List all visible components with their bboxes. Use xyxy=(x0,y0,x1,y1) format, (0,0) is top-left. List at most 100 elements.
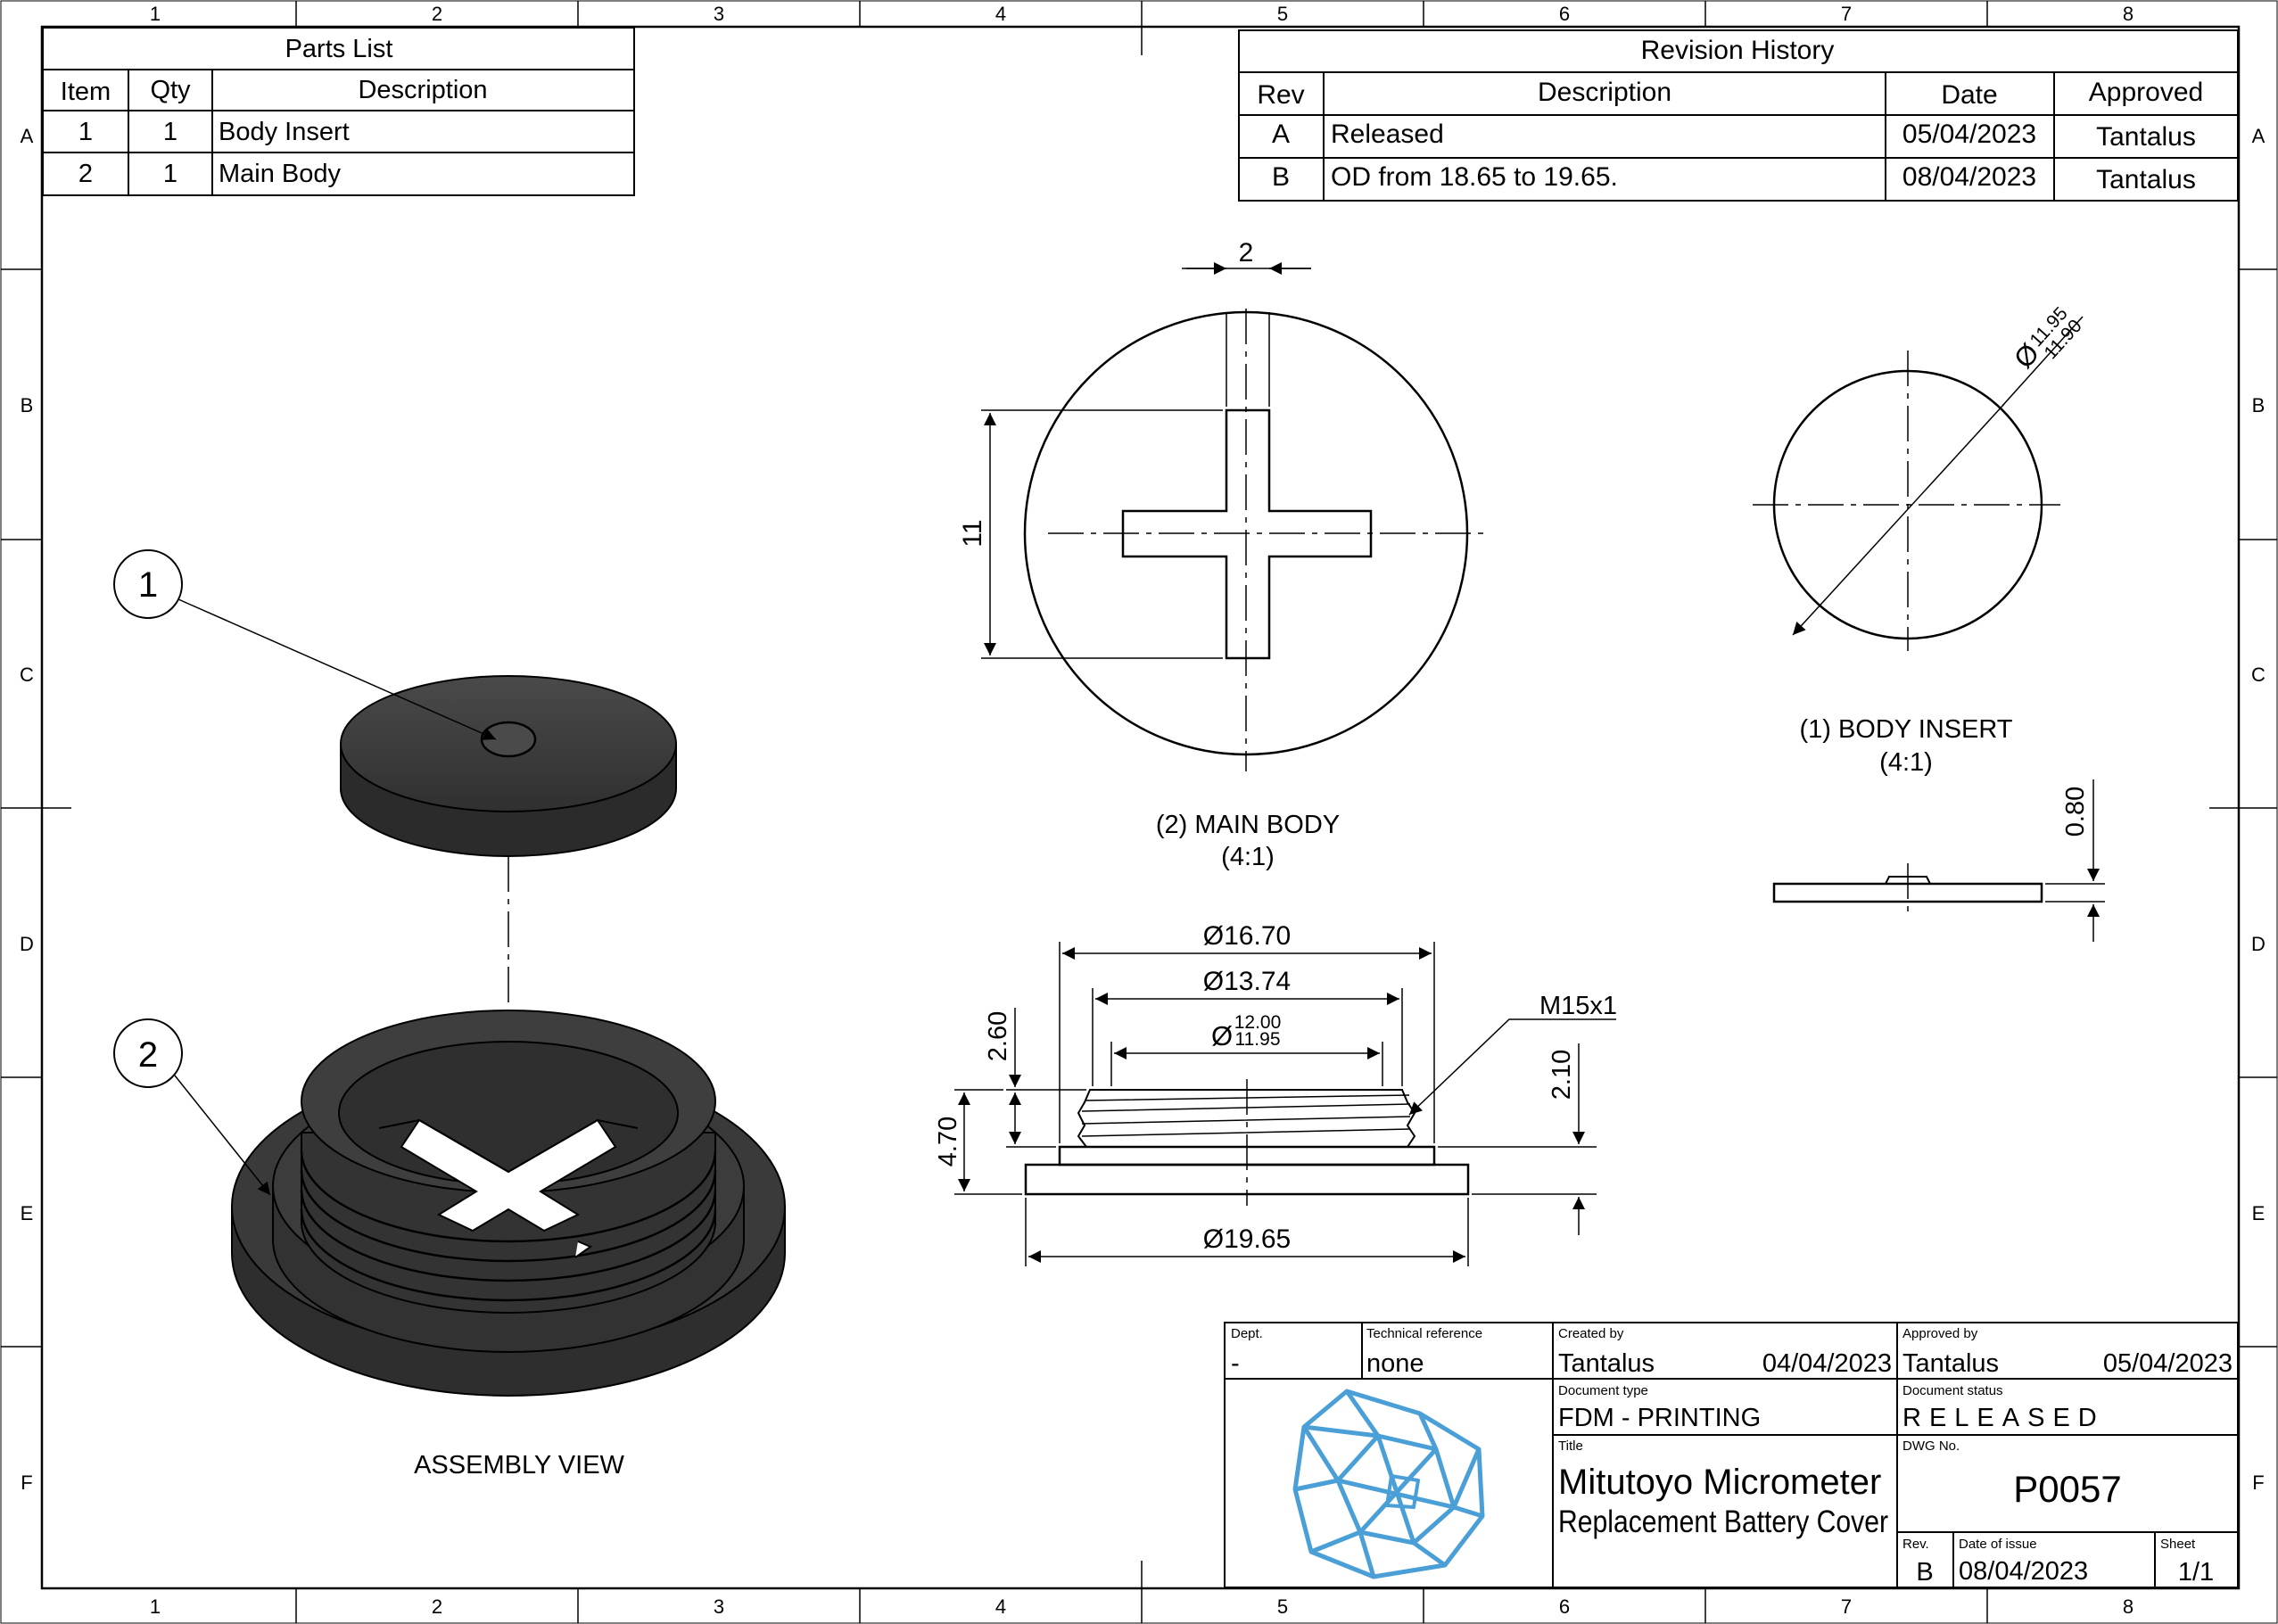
tb-approved-label: Approved by xyxy=(1902,1326,1978,1341)
balloon-2-label: 2 xyxy=(138,1035,158,1075)
body-insert-top-view: Ø 11.95 11.90 (1) BODY INSERT (4:1) xyxy=(1753,303,2086,777)
revision-cell: Tantalus xyxy=(2096,165,2196,194)
zone-row-label: E xyxy=(21,1202,34,1224)
zone-row-label: B xyxy=(21,394,34,416)
zone-row-label: C xyxy=(2251,664,2266,686)
zone-col-label: 1 xyxy=(150,3,161,25)
dim-height-4-70: 4.70 xyxy=(934,1117,962,1166)
tb-created-name: Tantalus xyxy=(1558,1349,1655,1378)
parts-list-cell: 1 xyxy=(163,160,177,188)
dim-dia-12-symbol: Ø xyxy=(1211,1020,1233,1051)
parts-list-title: Parts List xyxy=(285,35,393,63)
zone-col-label: 6 xyxy=(1559,3,1570,25)
zone-row-label: D xyxy=(20,933,34,955)
revision-cell: 05/04/2023 xyxy=(1902,120,2036,149)
zone-row-label: F xyxy=(2252,1471,2264,1494)
tb-rev-value: B xyxy=(1916,1558,1933,1587)
zone-col-label: 8 xyxy=(2123,3,2134,25)
main-body-side-view: Ø16.70 Ø13.74 Ø 12.00 11.95 M15x1 2.60 4… xyxy=(934,921,1617,1266)
body-insert-view-scale: (4:1) xyxy=(1879,748,1933,777)
zone-col-label: 2 xyxy=(432,3,442,25)
body-insert-side-view: 0.80 xyxy=(1772,779,2105,942)
zone-col-label: 1 xyxy=(150,1595,161,1618)
tb-title-line2: Replacement Battery Cover xyxy=(1558,1504,1888,1539)
dim-height-2-60: 2.60 xyxy=(984,1011,1012,1061)
tb-dwgno-label: DWG No. xyxy=(1902,1439,1960,1454)
zone-col-label: 3 xyxy=(714,3,724,25)
dim-dia-12-lower: 11.95 xyxy=(1235,1029,1281,1050)
tb-rev-label: Rev. xyxy=(1902,1537,1929,1552)
tb-dept-value: - xyxy=(1231,1349,1240,1378)
zone-row-label: A xyxy=(2252,125,2266,147)
balloon-1: 1 xyxy=(113,549,497,740)
main-body-view-label: (2) MAIN BODY xyxy=(1156,811,1340,839)
body-insert-view-label: (1) BODY INSERT xyxy=(1799,715,2012,744)
revision-cell: OD from 18.65 to 19.65. xyxy=(1331,162,1618,192)
revision-header: Rev xyxy=(1257,80,1304,110)
tb-techref-value: none xyxy=(1366,1349,1424,1378)
revision-history-title: Revision History xyxy=(1641,36,1835,65)
revision-cell: B xyxy=(1272,162,1290,192)
parts-list-cell: 1 xyxy=(78,118,93,146)
parts-list-cell: Main Body xyxy=(219,160,342,188)
parts-list-header: Qty xyxy=(150,76,191,104)
dim-dia-19-65: Ø19.65 xyxy=(1203,1224,1291,1254)
zone-col-label: 3 xyxy=(714,1595,724,1618)
tb-techref-label: Technical reference xyxy=(1366,1326,1482,1341)
tb-title-line1: Mitutoyo Micrometer xyxy=(1558,1463,1881,1502)
assembly-view: 1 2 ASSEMBLY VIEW xyxy=(113,549,786,1480)
tb-issue-value: 08/04/2023 xyxy=(1959,1557,2088,1586)
dim-slot-length: 11 xyxy=(958,519,987,547)
company-logo xyxy=(1292,1389,1485,1579)
tb-doctype-value: FDM - PRINTING xyxy=(1558,1404,1761,1432)
zone-row-label: D xyxy=(2251,933,2266,955)
main-body-3d xyxy=(231,1010,786,1397)
dim-dia-16-70: Ø16.70 xyxy=(1203,921,1291,951)
tb-approved-date: 05/04/2023 xyxy=(2103,1349,2233,1378)
tb-docstatus-value: RELEASED xyxy=(1902,1404,2105,1432)
dim-dia-13-74: Ø13.74 xyxy=(1203,967,1291,996)
body-insert-3d xyxy=(340,675,677,857)
tb-docstatus-label: Document status xyxy=(1902,1383,2003,1398)
tb-created-date: 04/04/2023 xyxy=(1762,1349,1892,1378)
tb-sheet-label: Sheet xyxy=(2160,1537,2196,1552)
parts-list-header: Description xyxy=(358,76,487,104)
zone-col-label: 8 xyxy=(2123,1595,2134,1618)
dim-thread-callout: M15x1 xyxy=(1539,992,1617,1020)
zone-col-label: 5 xyxy=(1277,1595,1288,1618)
zone-col-label: 2 xyxy=(432,1595,442,1618)
parts-list-table: Parts List Item Qty Description 1 1 Body… xyxy=(42,27,635,196)
revision-history-table: Revision History Rev Description Date Ap… xyxy=(1238,29,2239,202)
tb-approved-name: Tantalus xyxy=(1902,1349,1999,1378)
zone-row-label: C xyxy=(20,664,34,686)
main-body-view-scale: (4:1) xyxy=(1221,843,1275,871)
revision-header: Date xyxy=(1941,80,1997,110)
dim-dia-12-upper: 12.00 xyxy=(1234,1012,1282,1033)
main-body-top-view: 2 11 (2) MAIN BODY (4:1) xyxy=(958,238,1490,871)
parts-list-header: Item xyxy=(61,78,111,106)
revision-cell: Released xyxy=(1331,120,1444,149)
dim-height-2-10: 2.10 xyxy=(1548,1050,1576,1100)
tb-dept-label: Dept. xyxy=(1231,1326,1263,1341)
revision-cell: 08/04/2023 xyxy=(1902,162,2036,192)
zone-col-label: 4 xyxy=(995,3,1006,25)
tb-doctype-label: Document type xyxy=(1558,1383,1648,1398)
parts-list-cell: 2 xyxy=(78,160,93,188)
zone-row-label: E xyxy=(2252,1202,2266,1224)
zone-row-label: F xyxy=(21,1471,32,1494)
balloon-1-label: 1 xyxy=(138,565,158,605)
balloon-2: 2 xyxy=(113,1018,271,1196)
zone-col-label: 4 xyxy=(995,1595,1006,1618)
tb-issue-label: Date of issue xyxy=(1959,1537,2037,1552)
revision-cell: Tantalus xyxy=(2096,122,2196,152)
zone-col-label: 7 xyxy=(1841,1595,1852,1618)
revision-header: Description xyxy=(1538,78,1671,107)
revision-cell: A xyxy=(1272,120,1290,149)
zone-row-label: B xyxy=(2252,394,2266,416)
parts-list-cell: 1 xyxy=(163,118,177,146)
tb-sheet-value: 1/1 xyxy=(2178,1558,2214,1587)
tb-dwgno-value: P0057 xyxy=(2013,1468,2121,1510)
tb-created-label: Created by xyxy=(1558,1326,1624,1341)
